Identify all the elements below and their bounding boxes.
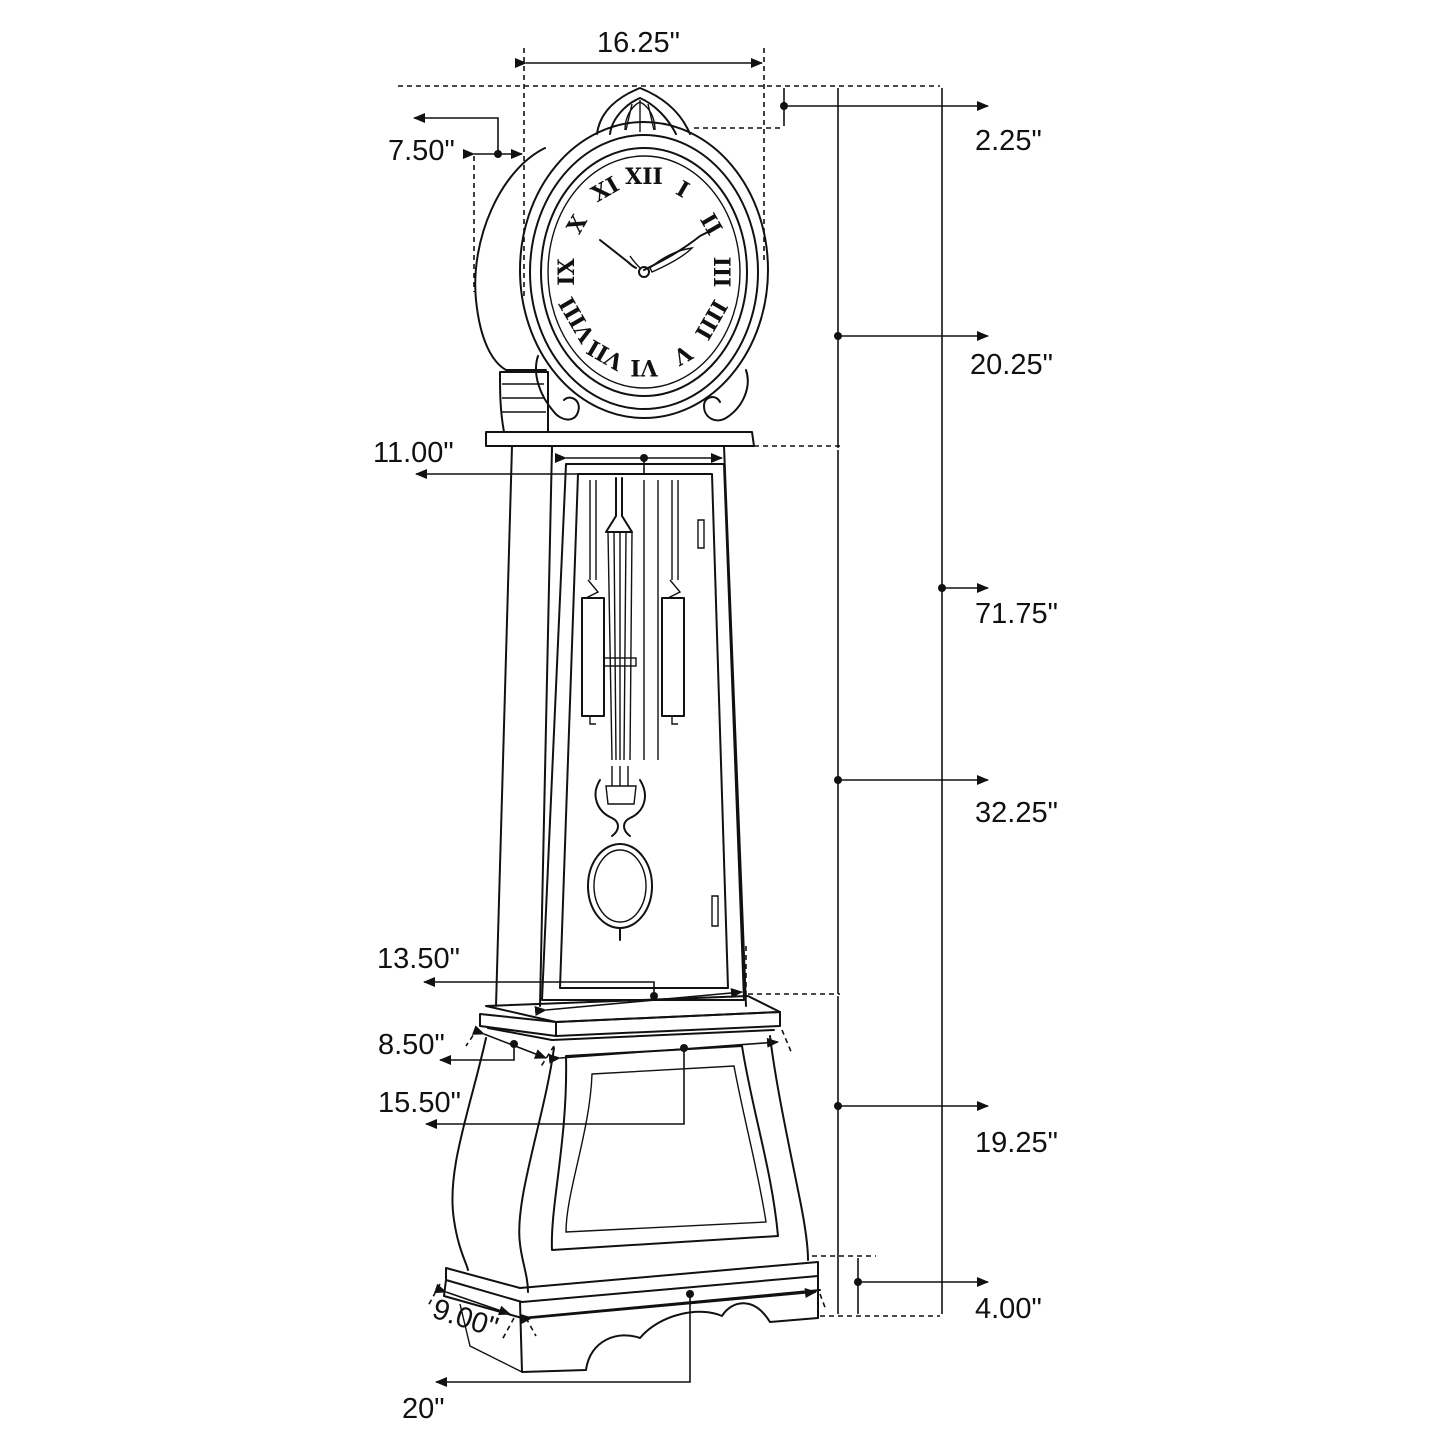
hood-depth-label: 7.50" bbox=[388, 135, 455, 167]
clock-numeral: VI bbox=[630, 354, 658, 380]
width-top-label: 16.25" bbox=[597, 27, 680, 59]
base-height-label: 19.25" bbox=[975, 1127, 1058, 1159]
hood-side bbox=[474, 147, 547, 371]
hood-outer-ring bbox=[519, 121, 769, 419]
waist-trunk bbox=[495, 445, 747, 1007]
foot-width-label: 20" bbox=[402, 1393, 445, 1425]
clock-numeral: I bbox=[672, 176, 694, 204]
clock-numeral: III bbox=[708, 257, 734, 288]
clock-numeral: XII bbox=[625, 164, 663, 190]
crest-carving bbox=[596, 87, 691, 135]
crest-height-label: 2.25" bbox=[975, 125, 1042, 157]
clock-numeral: X bbox=[562, 210, 594, 239]
hood-ledge bbox=[485, 431, 755, 447]
clock-numeral: V bbox=[668, 338, 697, 370]
plinth-width-label: 15.50" bbox=[378, 1087, 461, 1119]
hood-height-label: 20.25" bbox=[970, 349, 1053, 381]
dimension-lines bbox=[398, 48, 989, 1387]
clock-numeral: II bbox=[694, 209, 727, 240]
clock-numeral: XI bbox=[587, 172, 624, 208]
plinth-depth-label: 8.50" bbox=[378, 1029, 445, 1061]
clock-numeral: IIII bbox=[689, 295, 732, 344]
overall-height-label: 71.75" bbox=[975, 598, 1058, 630]
dimension-labels: 16.25" 2.25" 7.50" 20.25" 71.75" 11.00" … bbox=[373, 27, 1058, 1425]
foot-height-label: 4.00" bbox=[975, 1293, 1042, 1325]
base-cabinet bbox=[451, 1035, 809, 1293]
weights-and-pendulum bbox=[581, 477, 685, 941]
waist-width-label: 11.00" bbox=[373, 437, 454, 469]
waist-height-label: 32.25" bbox=[975, 797, 1058, 829]
clock-numeral: IX bbox=[554, 257, 580, 285]
waist-base-width-label: 13.50" bbox=[377, 943, 460, 975]
foot-depth-label: 9.00" bbox=[429, 1293, 502, 1344]
clock-hands bbox=[599, 231, 709, 278]
